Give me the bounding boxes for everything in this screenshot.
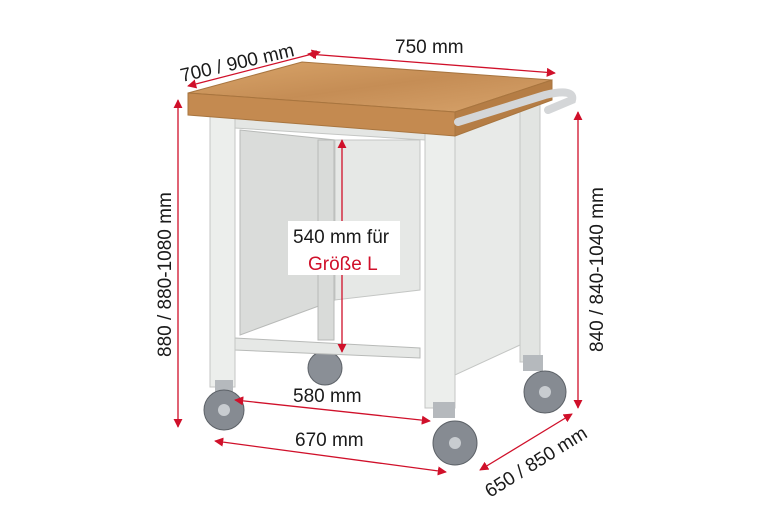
caster-hub	[218, 404, 230, 416]
width-top-arrow	[307, 50, 556, 77]
height-left-label: 880 / 880-1080 mm	[155, 192, 176, 357]
frame-width-label: 670 mm	[295, 430, 364, 451]
front-right-leg	[424, 127, 456, 409]
right-side-panel	[454, 109, 521, 376]
front-left-leg	[209, 111, 236, 388]
inner-width-arrow	[234, 396, 431, 425]
caster-hub	[449, 437, 461, 449]
frame-depth-arrow	[479, 413, 573, 471]
frame-width-arrow	[214, 437, 447, 476]
back-left-caster	[307, 350, 343, 386]
height-right-label: 840 / 840-1040 mm	[587, 187, 608, 352]
inner-height-label-bg	[288, 221, 400, 275]
inner-width-label: 580 mm	[293, 386, 362, 407]
side-handle	[454, 88, 577, 126]
back-right-leg	[519, 99, 541, 363]
back-panel-right	[334, 139, 421, 301]
depth-top-arrow	[187, 49, 321, 89]
frame-depth-label: 650 / 850 mm	[482, 423, 592, 502]
inner-height-label: 540 mm für	[293, 227, 390, 248]
size-l-label: Größe L	[308, 254, 378, 275]
width-top-label: 750 mm	[395, 37, 464, 58]
caster-mount	[523, 355, 543, 371]
caster-mount	[433, 402, 455, 418]
caster-hub	[539, 386, 551, 398]
